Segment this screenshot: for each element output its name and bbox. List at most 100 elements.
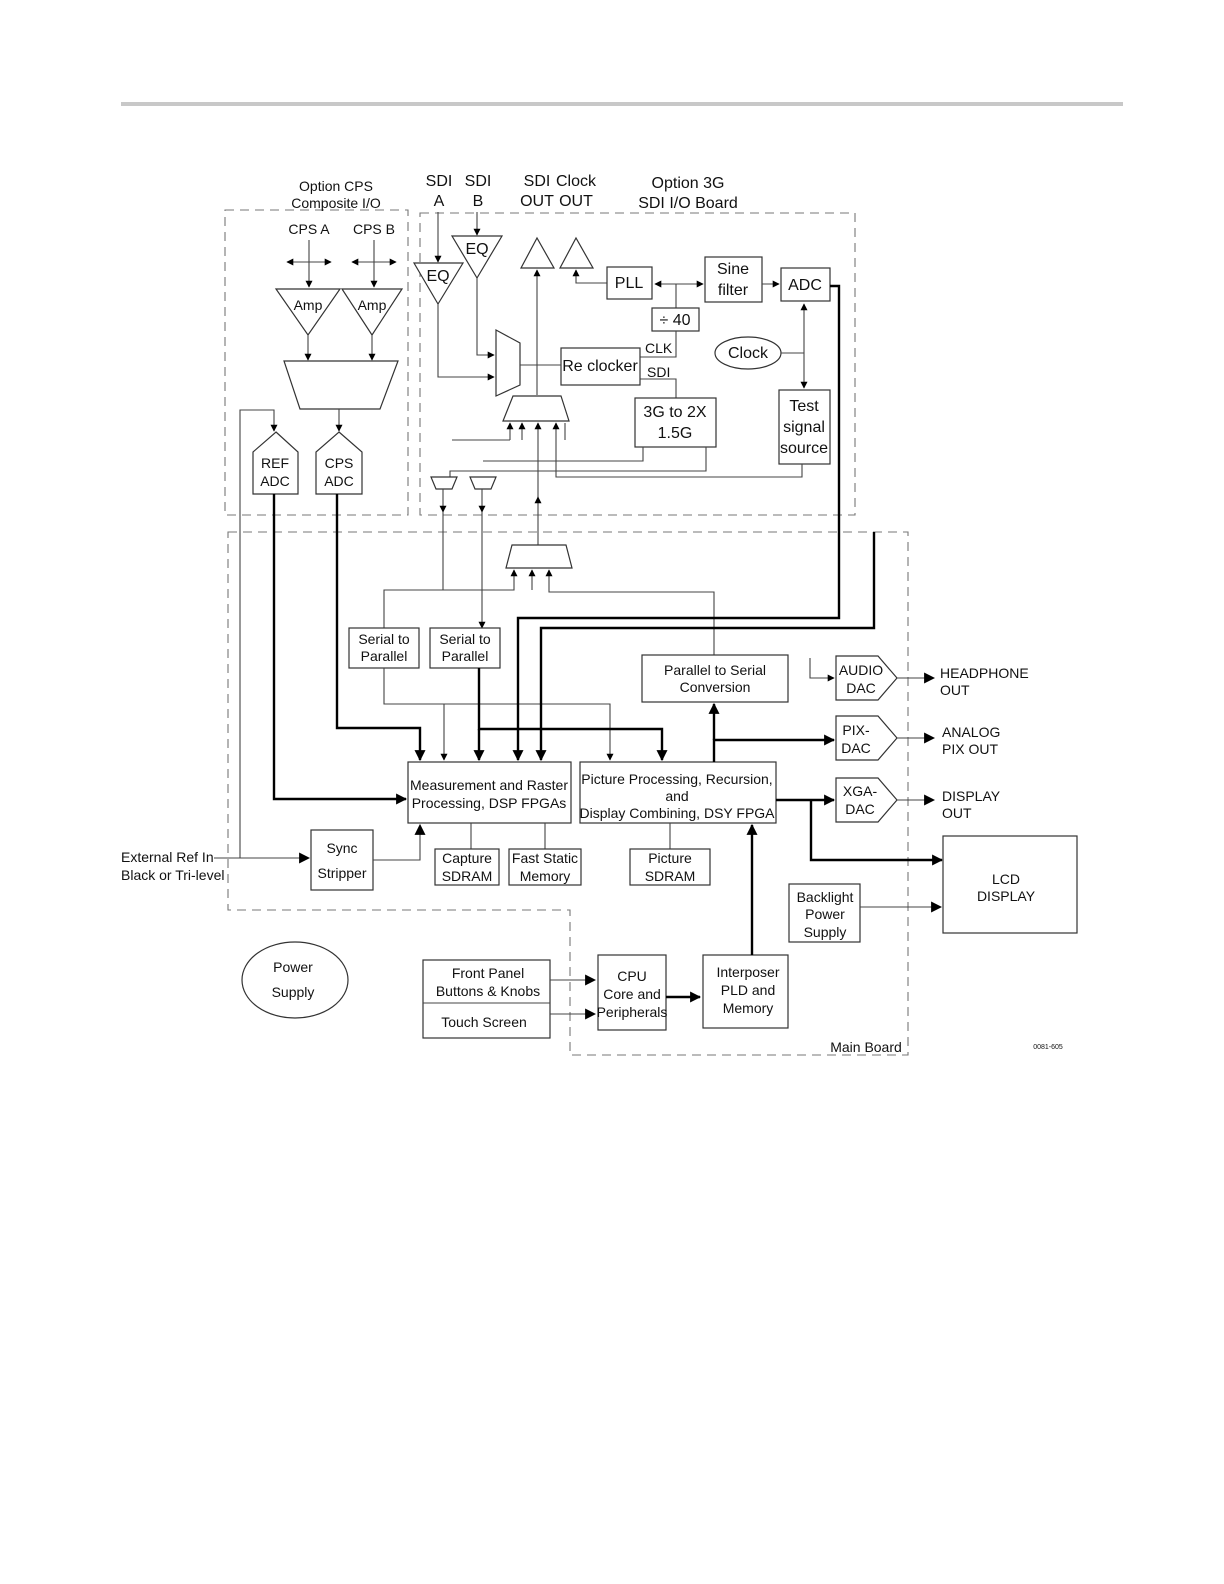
power-supply-label-2: Supply (272, 984, 315, 1000)
ext-ref-label-1: External Ref In (121, 849, 214, 865)
eq-b-label: EQ (465, 241, 488, 258)
picture-sdram-block (629, 848, 711, 886)
test-signal-block (778, 389, 831, 465)
s2p-b-label-1: Serial to (439, 631, 491, 647)
reclocker-label: Re clocker (562, 358, 638, 375)
amp-a-triangle (274, 288, 342, 337)
picture-processing-fpga (579, 761, 777, 824)
s2p-b-label-2: Parallel (442, 648, 489, 664)
main-board-region (227, 531, 909, 1056)
sine-filter-block (704, 256, 763, 303)
audio-dac-block (835, 655, 898, 701)
cps-mux (283, 360, 399, 410)
adc-label: ADC (788, 277, 822, 294)
option-cps-title: Option CPS (299, 178, 373, 194)
audio-dac-label-2: DAC (846, 680, 876, 696)
interposer-label-3: Memory (723, 1000, 774, 1016)
backlight-label-1: Backlight (797, 889, 854, 905)
picture-sdram-label-1: Picture (648, 850, 692, 866)
cps-adc-label-1: CPS (325, 455, 354, 471)
small-mux-a (430, 476, 458, 490)
test-signal-label-2: signal (783, 419, 825, 436)
meas-label-2: Processing, DSP FPGAs (412, 795, 567, 811)
interposer-block (702, 954, 789, 1029)
front-panel-label-2: Buttons & Knobs (436, 983, 540, 999)
cpu-block (597, 954, 667, 1031)
main-board-label: Main Board (830, 1039, 902, 1055)
g3-to-2x-label-2: 1.5G (658, 425, 693, 442)
pic-label-1: Picture Processing, Recursion, (581, 771, 772, 787)
sdi-a-top: SDI (426, 173, 453, 190)
option-3g-board (419, 212, 856, 516)
s2p-a-label-2: Parallel (361, 648, 408, 664)
pix-dac-label-1: PIX- (842, 722, 870, 738)
amp-b-label: Amp (358, 297, 387, 313)
sdi-out-mux (502, 395, 570, 422)
test-signal-label-3: source (780, 440, 828, 457)
backlight-label-2: Power (805, 906, 845, 922)
option-cps-subtitle: Composite I/O (291, 195, 381, 211)
sdi-a-bottom: A (434, 193, 445, 210)
clock-out-bottom: OUT (559, 193, 593, 210)
pic-label-2: and (665, 788, 688, 804)
capture-sdram-label-2: SDRAM (442, 868, 493, 884)
front-panel-block (422, 959, 551, 1039)
power-supply-oval (241, 941, 349, 1019)
xga-dac-label-2: DAC (845, 801, 875, 817)
audio-dac-label-1: AUDIO (839, 662, 883, 678)
interposer-label-2: PLD and (721, 982, 775, 998)
sdi-out-bottom: OUT (520, 193, 554, 210)
fast-static-label-2: Memory (520, 868, 571, 884)
cps-adc-block (315, 431, 363, 495)
xga-dac-label-1: XGA- (843, 783, 878, 799)
eq-a-triangle (412, 262, 465, 306)
p2s-label-2: Conversion (680, 679, 751, 695)
power-supply-label-1: Power (273, 959, 313, 975)
option-cps-board (224, 209, 409, 516)
lcd-label-2: DISPLAY (977, 888, 1036, 904)
small-mux-b (469, 476, 497, 490)
pix-dac-block (835, 715, 898, 761)
ref-adc-label-1: REF (261, 455, 289, 471)
option-3g-subtitle: SDI I/O Board (638, 195, 738, 212)
touch-screen-label: Touch Screen (441, 1014, 527, 1030)
sync-stripper-label-1: Sync (326, 840, 357, 856)
amp-a-label: Amp (294, 297, 323, 313)
lcd-label-1: LCD (992, 871, 1020, 887)
backlight-power-supply-block (788, 883, 861, 943)
ref-adc-block (252, 431, 299, 495)
sync-stripper-block (310, 829, 374, 891)
cps-adc-label-2: ADC (324, 473, 354, 489)
display-out-label-2: OUT (942, 805, 972, 821)
interposer-label-1: Interposer (716, 964, 779, 980)
cpu-label-2: Core and (603, 986, 661, 1002)
ref-adc-label-2: ADC (260, 473, 290, 489)
front-panel-label-1: Front Panel (452, 965, 524, 981)
ext-ref-label-2: Black or Tri-level (121, 867, 224, 883)
sine-filter-label-2: filter (718, 282, 749, 299)
sdi-b-top: SDI (465, 173, 492, 190)
capture-sdram-block (434, 848, 500, 886)
xga-dac-block (835, 777, 898, 823)
header-rule (121, 102, 1123, 106)
cps-a-label: CPS A (288, 221, 330, 237)
analog-pix-out-label-1: ANALOG (942, 724, 1000, 740)
headphone-out-label-1: HEADPHONE (940, 665, 1029, 681)
lcd-display-block (942, 835, 1078, 934)
sdi-out-driver (520, 236, 556, 269)
picture-sdram-label-2: SDRAM (645, 868, 696, 884)
fast-static-memory-block (508, 848, 582, 886)
parallel-to-serial-block (641, 654, 789, 703)
cpu-label-3: Peripherals (597, 1004, 668, 1020)
cpu-label-1: CPU (617, 968, 647, 984)
test-signal-label-1: Test (789, 398, 819, 415)
s2p-a-label-1: Serial to (358, 631, 410, 647)
clock-label: Clock (728, 345, 769, 362)
display-out-label-1: DISPLAY (942, 788, 1001, 804)
measurement-raster-fpga (407, 761, 572, 824)
pic-label-3: Display Combining, DSY FPGA (579, 805, 775, 821)
figure-code: 0081-605 (1033, 1044, 1063, 1051)
backlight-label-3: Supply (804, 924, 847, 940)
amp-b-triangle (340, 288, 404, 337)
